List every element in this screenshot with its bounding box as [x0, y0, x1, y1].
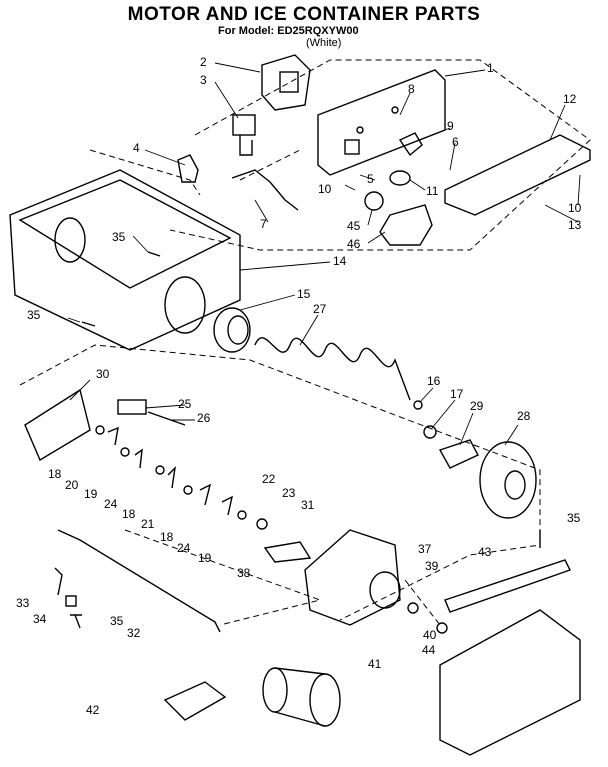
part-9-switch — [398, 132, 423, 157]
color-note: (White) — [306, 37, 342, 49]
part-38-clip — [263, 541, 312, 563]
callout-38: 38 — [237, 566, 251, 580]
callout-6: 6 — [452, 135, 459, 149]
callout-11: 11 — [426, 184, 439, 198]
callout-15: 15 — [297, 287, 311, 301]
part-3-solenoid — [232, 114, 256, 156]
callout-10a: 10 — [318, 182, 332, 196]
part-7-wire-harness — [231, 169, 299, 211]
part-4-bracket — [177, 154, 199, 183]
callout-34: 34 — [33, 612, 47, 626]
callout-37: 37 — [418, 542, 432, 556]
callout-24a: 24 — [104, 497, 118, 511]
callout-5: 5 — [367, 172, 374, 186]
callout-1: 1 — [487, 61, 494, 75]
callout-21: 21 — [141, 517, 155, 531]
callout-4: 4 — [133, 141, 140, 155]
callout-7: 7 — [260, 217, 267, 231]
part-46-light-cover — [379, 204, 433, 246]
leader-lines — [67, 62, 581, 446]
callout-45: 45 — [347, 219, 361, 233]
part-27-auger-coil — [254, 337, 411, 401]
callout-18b: 18 — [122, 507, 136, 521]
callout-12: 12 — [563, 92, 577, 106]
part-40-washer — [436, 622, 448, 634]
part-14-ice-container — [9, 169, 241, 351]
callout-19a: 19 — [84, 487, 98, 501]
callout-13: 13 — [568, 218, 582, 232]
callout-23: 23 — [282, 486, 296, 500]
part-25-spring — [117, 399, 147, 415]
part-45-bulb — [364, 191, 384, 211]
part-39-washer — [407, 602, 419, 614]
callout-14: 14 — [333, 254, 347, 268]
part-11-socket — [389, 170, 411, 186]
callout-39: 39 — [425, 559, 439, 573]
callout-44: 44 — [422, 643, 436, 657]
assembly-guide-lines — [19, 59, 591, 626]
callout-35b: 35 — [27, 308, 41, 322]
callout-29: 29 — [470, 399, 484, 413]
blade-hardware-set — [95, 425, 268, 530]
callout-35d: 35 — [110, 614, 124, 628]
part-32-actuator-rod — [57, 529, 221, 633]
callout-18c: 18 — [160, 530, 174, 544]
callout-35c: 35 — [567, 511, 581, 525]
callout-24b: 24 — [177, 541, 191, 555]
callout-31: 31 — [301, 498, 315, 512]
callout-27: 27 — [313, 302, 327, 316]
part-43-bracket — [444, 559, 571, 613]
part-42-shield — [163, 681, 227, 721]
callout-20: 20 — [65, 478, 79, 492]
callout-41: 41 — [368, 657, 382, 671]
part-44-housing — [439, 609, 581, 756]
callout-46: 46 — [347, 237, 361, 251]
callout-2: 2 — [200, 55, 207, 69]
part-37-motor-housing — [304, 529, 401, 626]
callout-28: 28 — [517, 409, 531, 423]
part-2-motor — [261, 54, 311, 111]
callout-43: 43 — [478, 545, 492, 559]
part-26-pin — [147, 411, 186, 426]
part-28-crusher-wheel — [479, 441, 537, 519]
callout-42: 42 — [86, 703, 100, 717]
callout-8: 8 — [408, 82, 415, 96]
part-12-top-cover — [444, 134, 591, 216]
part-41-duct — [262, 667, 341, 727]
callout-16: 16 — [427, 374, 441, 388]
callout-9: 9 — [447, 119, 454, 133]
callout-25: 25 — [178, 397, 192, 411]
part-30-crusher-blade — [24, 388, 91, 462]
diagram-title: MOTOR AND ICE CONTAINER PARTS — [127, 4, 481, 25]
callout-19b: 19 — [198, 551, 212, 565]
part-35-screw — [70, 614, 82, 629]
part-29-plate — [438, 439, 479, 469]
part-15-auger-hub — [213, 307, 251, 353]
callout-labels: 1 2 3 4 5 6 7 8 9 10 10 11 12 13 14 15 1… — [16, 55, 582, 717]
model-number: For Model: ED25RQXYW00 — [218, 25, 359, 37]
callout-17: 17 — [450, 387, 464, 401]
callout-3: 3 — [200, 73, 207, 87]
part-1-mounting-plate — [317, 69, 446, 176]
callout-10b: 10 — [568, 201, 582, 215]
callout-32: 32 — [127, 626, 141, 640]
callout-35a: 35 — [112, 230, 126, 244]
part-33-spring-clip — [54, 567, 63, 596]
callout-33: 33 — [16, 596, 30, 610]
callout-26: 26 — [197, 411, 211, 425]
callout-30: 30 — [96, 367, 110, 381]
part-35-screw — [147, 251, 161, 257]
callout-22: 22 — [262, 472, 276, 486]
part-35-screw — [81, 321, 96, 327]
part-17-nut — [423, 425, 437, 439]
callout-40: 40 — [423, 628, 437, 642]
part-34-clamp — [65, 595, 77, 607]
callout-18a: 18 — [48, 467, 62, 481]
part-16-washer — [413, 400, 423, 410]
